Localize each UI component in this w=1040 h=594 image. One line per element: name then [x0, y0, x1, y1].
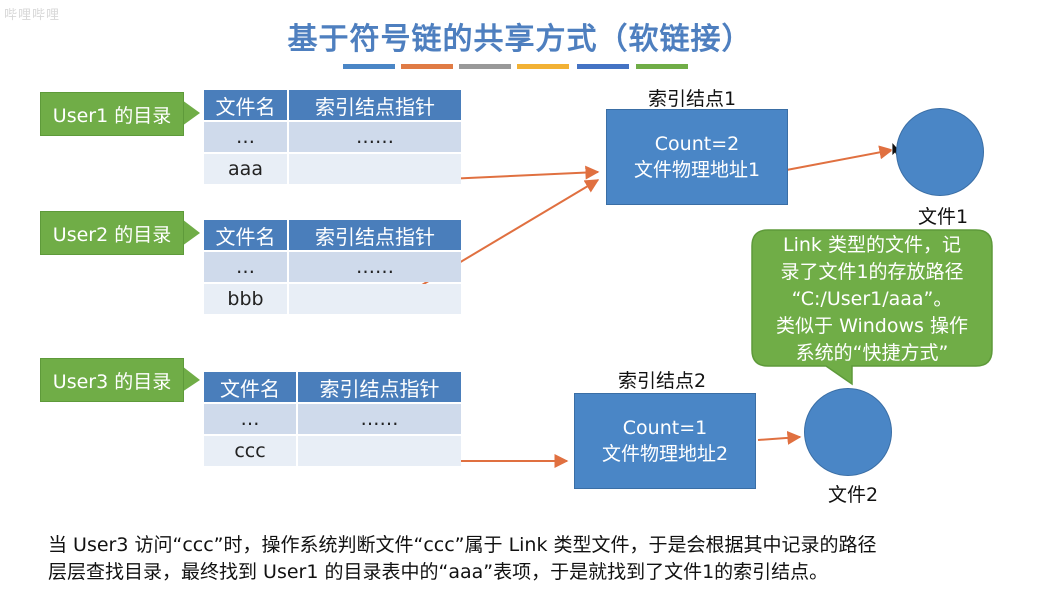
table-header-row: 文件名 索引结点指针 [204, 220, 461, 250]
column-header-inode-pointer: 索引结点指针 [289, 220, 461, 250]
inode2-count: Count=1 [622, 417, 708, 439]
note-line: 类似于 Windows 操作 [776, 315, 968, 337]
cell-filename: … [204, 122, 287, 152]
file2-label: 文件2 [828, 484, 879, 506]
table-row: … …… [204, 252, 461, 282]
table-row: ccc [204, 436, 461, 466]
stripe-3 [459, 64, 511, 69]
explanation-line-2: 层层查找目录，最终找到 User1 的目录表中的“aaa”表项，于是就找到了文件… [48, 561, 829, 583]
cell-pointer [289, 284, 461, 314]
inode2-label: 索引结点2 [618, 370, 707, 392]
cell-pointer [289, 154, 461, 184]
table-row: … …… [204, 122, 461, 152]
cell-pointer: …… [298, 404, 461, 434]
stripe-6 [636, 64, 688, 69]
callout-tail-2 [182, 219, 200, 246]
user2-directory-label: User2 的目录 [40, 211, 184, 255]
table-row: bbb [204, 284, 461, 314]
stripe-2 [401, 64, 453, 69]
arrow-inode1-to-file1 [775, 145, 894, 173]
note-line: Link 类型的文件，记 [783, 234, 961, 256]
inode1-label: 索引结点1 [648, 88, 737, 110]
user2-directory-table: 文件名 索引结点指针 … …… bbb [202, 218, 463, 316]
file2-circle [804, 388, 892, 476]
user1-directory-table: 文件名 索引结点指针 … …… aaa [202, 88, 463, 186]
stripe-1 [343, 64, 395, 69]
explanation-text: 当 User3 访问“ccc”时，操作系统判断文件“ccc”属于 Link 类型… [48, 532, 1008, 586]
column-header-filename: 文件名 [204, 90, 287, 120]
user3-directory-table: 文件名 索引结点指针 … …… ccc [202, 370, 463, 468]
note-bubble [751, 229, 993, 386]
table-row: aaa [204, 154, 461, 184]
slide-title: 基于符号链的共享方式（软链接） [287, 22, 753, 57]
table-header-row: 文件名 索引结点指针 [204, 372, 461, 402]
cell-filename-ccc: ccc [204, 436, 296, 466]
link-file-note: Link 类型的文件，记 录了文件1的存放路径 “C:/User1/aaa”。 … [754, 232, 990, 367]
callout-tail-1 [182, 100, 200, 126]
stripe-4 [517, 64, 569, 69]
table-row: … …… [204, 404, 461, 434]
user1-directory-label: User1 的目录 [40, 92, 184, 136]
note-line: 录了文件1的存放路径 [780, 261, 964, 283]
column-header-inode-pointer: 索引结点指针 [298, 372, 461, 402]
user3-directory-label: User3 的目录 [40, 358, 184, 402]
cell-pointer: …… [289, 122, 461, 152]
arrow-inode2-to-file2 [757, 430, 802, 445]
callout-tail-3 [182, 366, 200, 392]
file1-label: 文件1 [918, 206, 969, 228]
cell-filename-bbb: bbb [204, 284, 287, 314]
note-line: 系统的“快捷方式” [795, 342, 949, 364]
inode2-address: 文件物理地址2 [601, 443, 729, 465]
inode1-address: 文件物理地址1 [633, 159, 761, 181]
inode1-count: Count=2 [654, 133, 740, 155]
cell-filename: … [204, 404, 296, 434]
stripe-5 [577, 64, 629, 69]
table-header-row: 文件名 索引结点指针 [204, 90, 461, 120]
column-header-inode-pointer: 索引结点指针 [289, 90, 461, 120]
cell-pointer [298, 436, 461, 466]
cell-filename-aaa: aaa [204, 154, 287, 184]
file1-circle [896, 108, 984, 196]
watermark: 哔哩哔哩 [4, 8, 61, 23]
note-line: “C:/User1/aaa”。 [791, 288, 953, 310]
column-header-filename: 文件名 [204, 220, 287, 250]
cell-pointer: …… [289, 252, 461, 282]
inode1-box: Count=2 文件物理地址1 [606, 109, 788, 205]
cell-filename: … [204, 252, 287, 282]
column-header-filename: 文件名 [204, 372, 296, 402]
explanation-line-1: 当 User3 访问“ccc”时，操作系统判断文件“ccc”属于 Link 类型… [48, 534, 877, 556]
inode2-box: Count=1 文件物理地址2 [574, 393, 756, 489]
